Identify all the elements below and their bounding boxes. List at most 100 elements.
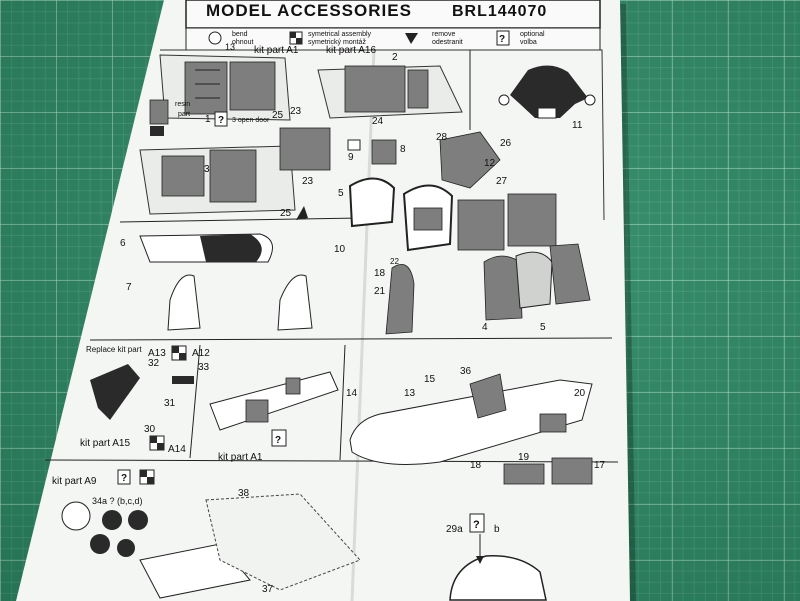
svg-text:24: 24: [372, 116, 384, 127]
svg-text:18: 18: [470, 460, 482, 471]
optional-icon: [496, 30, 510, 46]
svg-text:17: 17: [594, 460, 606, 471]
step-bezels: 9 8 5: [338, 139, 454, 252]
step-cockpit-tub: 4 5: [457, 193, 591, 333]
remove-icon: [405, 33, 418, 44]
step-seat: 28 26 12 27: [436, 131, 512, 189]
svg-text:25: 25: [272, 110, 284, 121]
panel-part: [344, 65, 406, 113]
label-29a: 29a: [446, 524, 463, 535]
step-instrument-panel: kit part A16 2 24: [317, 45, 463, 127]
tub-shell: [483, 255, 523, 321]
svg-text:28: 28: [436, 132, 448, 143]
step-fuselage: 14 13 15 36 20 18 19 17: [346, 366, 606, 485]
canopy-part: [449, 555, 547, 601]
svg-text:A12: A12: [192, 348, 210, 359]
svg-text:5: 5: [338, 188, 344, 199]
header-title: MODEL ACCESSORIES: [206, 1, 412, 20]
svg-text:13: 13: [404, 388, 416, 399]
header-code: BRL144070: [452, 3, 547, 20]
part-32: [90, 364, 140, 420]
seat-part: [439, 131, 501, 189]
bezel-left: [348, 177, 396, 228]
svg-text:21: 21: [374, 286, 386, 297]
label-kit-part-a1-mid: kit part A1: [218, 452, 263, 463]
svg-text:32: 32: [148, 358, 160, 369]
label-open-door: 3 open door: [232, 117, 270, 124]
svg-text:18: 18: [374, 268, 386, 279]
svg-text:14: 14: [346, 388, 358, 399]
step-cockpit-sidewalls: 13 kit part A1 23 25: [159, 42, 302, 121]
step-wheels: kit part A9 ? 34a ? (b,c,d) 38 37: [52, 469, 361, 599]
step-canopy: 29a ? b: [446, 513, 547, 601]
sidewall-right: [229, 61, 276, 111]
step-kit-part-a1: ? kit part A1: [209, 371, 339, 463]
legend-remove-cz: odestranit: [432, 39, 463, 46]
svg-text:3: 3: [204, 164, 210, 175]
svg-text:31: 31: [164, 398, 176, 409]
svg-text:23: 23: [290, 106, 302, 117]
legend-remove-en: remove: [432, 31, 455, 38]
step-seat-back: 11: [498, 65, 596, 131]
svg-text:5: 5: [540, 322, 546, 333]
legend: bend ohnout symetrical assembly symetric…: [185, 27, 601, 51]
step-bulkhead: 6 7 10 18 22 21: [120, 233, 415, 335]
header-box: [185, 0, 601, 29]
label-kit-part-a15: kit part A15: [80, 438, 130, 449]
svg-text:13: 13: [225, 42, 235, 52]
svg-text:37: 37: [262, 584, 274, 595]
legend-optional-en: optional: [520, 31, 545, 38]
legend-symmetrical-en: symetrical assembly: [308, 31, 372, 38]
fuselage-part: [349, 379, 593, 465]
svg-text:6: 6: [120, 238, 126, 249]
svg-text:?: ?: [275, 435, 281, 446]
svg-text:?: ?: [218, 115, 224, 126]
svg-text:12: 12: [484, 158, 496, 169]
svg-text:23: 23: [302, 176, 314, 187]
legend-bend-cz: ohnout: [232, 39, 253, 46]
svg-text:b: b: [494, 524, 500, 535]
svg-text:26: 26: [500, 138, 512, 149]
svg-text:A13: A13: [148, 348, 166, 359]
label-kit-part-a9: kit part A9: [52, 476, 97, 487]
label-34a: 34a ? (b,c,d): [92, 496, 143, 506]
svg-text:27: 27: [496, 176, 508, 187]
label-kit-part-a1: kit part A1: [254, 45, 299, 56]
svg-text:?: ?: [121, 473, 127, 484]
svg-text:33: 33: [198, 362, 210, 373]
svg-text:10: 10: [334, 244, 346, 255]
svg-text:1: 1: [205, 114, 211, 125]
svg-text:15: 15: [424, 374, 436, 385]
svg-text:8: 8: [400, 144, 406, 155]
svg-text:38: 38: [238, 488, 250, 499]
legend-optional-cz: volba: [520, 39, 537, 46]
step-replace-a13: Replace kit part A13 A12 33 32 31 30 kit…: [80, 345, 210, 455]
svg-text:20: 20: [574, 388, 586, 399]
svg-text:19: 19: [518, 452, 530, 463]
svg-text:resin: resin: [175, 101, 190, 108]
seat-back-part: [510, 65, 588, 118]
svg-text:9: 9: [348, 152, 354, 163]
svg-text:?: ?: [499, 34, 505, 45]
svg-text:A14: A14: [168, 444, 186, 455]
svg-text:11: 11: [572, 120, 583, 131]
svg-text:?: ?: [473, 519, 480, 531]
svg-text:36: 36: [460, 366, 472, 377]
svg-text:2: 2: [392, 52, 398, 63]
label-kit-part-a16: kit part A16: [326, 45, 376, 56]
svg-text:22: 22: [390, 257, 399, 266]
svg-text:Replace kit part: Replace kit part: [86, 345, 142, 354]
header: MODEL ACCESSORIES BRL144070: [185, 0, 601, 29]
legend-symmetrical-cz: symetrický montáž: [308, 39, 366, 46]
svg-text:4: 4: [482, 322, 488, 333]
svg-text:7: 7: [126, 282, 132, 293]
wheel-34a: [61, 501, 91, 531]
legend-bend-en: bend: [232, 31, 248, 38]
section-frames: [44, 49, 619, 463]
step-open-door: resin part 1 ? 3 open door 3 23 25: [139, 99, 331, 220]
svg-text:30: 30: [144, 424, 156, 435]
svg-text:25: 25: [280, 208, 292, 219]
resin-part: [149, 99, 169, 125]
bend-icon: [208, 31, 222, 45]
